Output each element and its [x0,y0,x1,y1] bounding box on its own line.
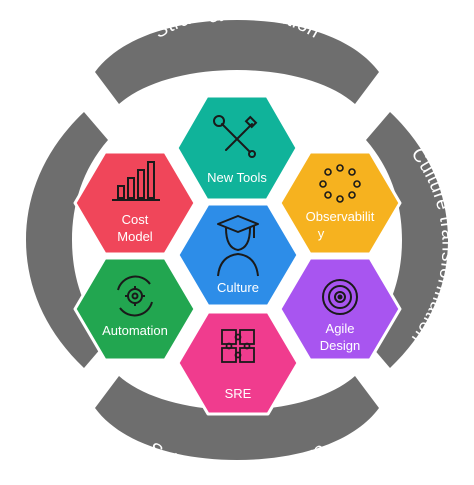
hexagon-new-tools [175,94,299,202]
target-icon [322,279,358,315]
wrench-screwdriver-icon [213,115,258,158]
hex-observability: Observabilit y [278,150,402,256]
dotted-circle-icon [319,164,361,203]
outer-ring [26,20,448,460]
hex-automation: Automation [73,256,197,362]
hex-agile-design: Agile Design [278,256,402,362]
hex-cost-model: Cost Model [73,150,197,256]
ring-segment-top [95,20,379,104]
hex-label-sre: SRE [225,386,252,401]
hex-label-automation: Automation [102,323,168,338]
hex-sre: SRE [176,310,300,416]
hexagon-sre [176,310,300,416]
hex-label-observability-line1: Observabilit [306,209,375,224]
hex-culture: Culture [176,202,300,308]
bar-chart-icon [112,161,160,201]
ring-segment-left [26,112,108,368]
hex-label-observability-line2: y [318,226,325,241]
gear-cycle-icon [117,275,153,317]
puzzle-icon [221,329,255,363]
hex-label-cost-model-line1: Cost [122,212,149,227]
hexagon-automation [73,256,197,362]
ring-segment-right [366,112,448,368]
hex-label-cost-model-line2: Model [117,229,153,244]
graduate-icon [217,215,259,277]
hex-label-culture: Culture [217,280,259,295]
hex-label-new-tools: New Tools [207,170,267,185]
hex-label-agile-design-line2: Design [320,338,360,353]
hex-new-tools: New Tools [175,94,299,202]
ring-segment-bottom [95,376,379,460]
hex-label-agile-design-line1: Agile [326,321,355,336]
hexagon-observability [278,150,402,256]
hexagon-cost-model [73,150,197,256]
